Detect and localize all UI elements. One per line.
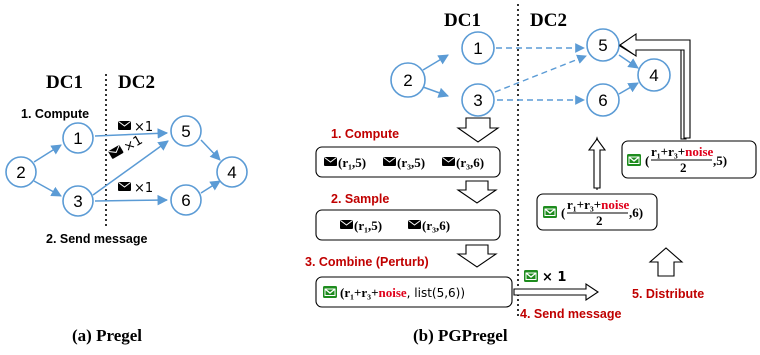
right-dc1-label: DC1 [444, 10, 481, 31]
distribute-5-envelope-icon [626, 153, 642, 167]
right-node-1: 1 [461, 31, 495, 65]
compute-msg-2: (r₃,5) [397, 155, 425, 170]
svg-text:2: 2 [403, 71, 412, 90]
send-count: × 1 [542, 270, 566, 285]
distribute-6-open-paren: ( [561, 205, 565, 220]
left-caption: (a) Pregel [72, 326, 142, 345]
left-edge-3-5 [92, 140, 169, 196]
left-edge-5-4 [200, 139, 221, 161]
left-msg-diagonal: ×1 [107, 133, 145, 160]
distribute-box-5 [621, 140, 757, 179]
left-edge-3-6 [94, 194, 169, 206]
distribute-5-open-paren: ( [645, 153, 649, 168]
combine-envelope-icon [322, 285, 338, 299]
right-edge-5-4 [618, 54, 639, 69]
right-node-4: 4 [637, 58, 671, 92]
svg-text:4: 4 [649, 66, 658, 85]
svg-text:6: 6 [598, 91, 607, 110]
svg-text:6: 6 [181, 191, 190, 210]
left-node-1: 1 [62, 122, 94, 154]
left-node-3: 3 [62, 185, 94, 217]
left-node-2: 2 [5, 156, 37, 188]
distribute-6-denominator: 2 [596, 213, 603, 228]
right-edge-3-5 [494, 54, 587, 93]
distribute-5-denominator: 2 [680, 160, 687, 175]
flow-arrow-elbow-to-node5-outline [619, 32, 691, 139]
combine-box [315, 276, 513, 308]
right-node-2: 2 [390, 62, 426, 98]
right-dc2-label: DC2 [530, 10, 567, 31]
right-step-combine: 3. Combine (Perturb) [305, 255, 429, 269]
left-dc2-label: DC2 [118, 72, 155, 93]
left-node-4: 4 [216, 156, 248, 188]
svg-text:1: 1 [473, 39, 482, 58]
left-msg-count-2: ×1 [121, 133, 145, 156]
left-msg-count-1: ×1 [134, 120, 153, 135]
left-step-compute: 1. Compute [21, 107, 89, 121]
left-step-send: 2. Send message [46, 232, 147, 246]
left-node-6: 6 [170, 184, 202, 216]
left-msg-envelope-icon-2 [107, 144, 125, 160]
right-edge-2-1 [422, 54, 449, 71]
left-edge-2-1 [33, 144, 62, 163]
left-msg-envelope-icon-1 [117, 120, 132, 131]
left-node-5: 5 [170, 115, 202, 147]
combine-msg: (r₁+r₃+noise, list(5,6)) [340, 285, 465, 300]
svg-text:4: 4 [227, 163, 236, 182]
compute-box [315, 146, 501, 178]
send-arrow [513, 282, 599, 302]
flow-arrow-down-2 [456, 180, 498, 204]
sample-envelope-icon-2 [407, 219, 422, 230]
distribute-box-6 [536, 193, 658, 231]
left-dc1-label: DC1 [46, 72, 83, 93]
svg-text:5: 5 [598, 36, 607, 55]
right-node-6: 6 [586, 83, 620, 117]
send-envelope-icon [523, 269, 539, 283]
flow-arrow-down-1 [456, 117, 500, 143]
left-msg-count-3: ×1 [134, 181, 153, 196]
compute-envelope-icon-2 [382, 156, 397, 167]
pregel-panel: DC1 DC2 1. Compute 2. Send message ×1 ×1… [5, 72, 248, 345]
distribute-5-target: ,5) [713, 153, 727, 168]
left-edge-1-5 [94, 128, 169, 139]
sample-envelope-icon-1 [339, 219, 354, 230]
left-edge-6-4 [200, 180, 221, 194]
svg-text:2: 2 [16, 163, 25, 182]
compute-msg-1: (r₁,5) [338, 155, 366, 170]
right-step-distribute: 5. Distribute [632, 287, 704, 301]
flow-arrow-up-to-node6-shape [587, 138, 607, 189]
right-caption: (b) PGPregel [413, 326, 508, 345]
compute-envelope-icon-1 [323, 156, 338, 167]
sample-msg-1: (r₁,5) [354, 218, 382, 233]
flow-arrow-up-distribute [648, 247, 684, 277]
distribute-6-envelope-icon [542, 205, 558, 219]
distribute-6-numerator: r₁+r₃+noise [567, 197, 630, 212]
sample-msg-2: (r₃,6) [422, 218, 450, 233]
compute-envelope-icon-3 [441, 156, 456, 167]
svg-text:3: 3 [73, 192, 82, 211]
right-node-5: 5 [586, 28, 620, 62]
right-edge-6-4 [618, 82, 639, 95]
right-step-compute: 1. Compute [331, 127, 399, 141]
right-step-sample: 2. Sample [331, 192, 389, 206]
left-edge-2-3 [33, 180, 62, 197]
compute-msg-3: (r₃,6) [456, 155, 484, 170]
right-edge-2-3 [422, 86, 449, 98]
distribute-6-target: ,6) [629, 205, 643, 220]
left-msg-envelope-icon-3 [117, 181, 132, 192]
pgpregel-panel: DC1 DC2 1 2 3 5 4 [305, 4, 757, 345]
right-node-3: 3 [461, 83, 495, 117]
right-step-send: 4. Send message [520, 307, 621, 321]
svg-text:1: 1 [73, 129, 82, 148]
distribute-5-numerator: r₁+r₃+noise [651, 144, 714, 159]
svg-text:3: 3 [473, 91, 482, 110]
flow-arrow-down-3 [456, 244, 498, 268]
svg-text:5: 5 [181, 122, 190, 141]
